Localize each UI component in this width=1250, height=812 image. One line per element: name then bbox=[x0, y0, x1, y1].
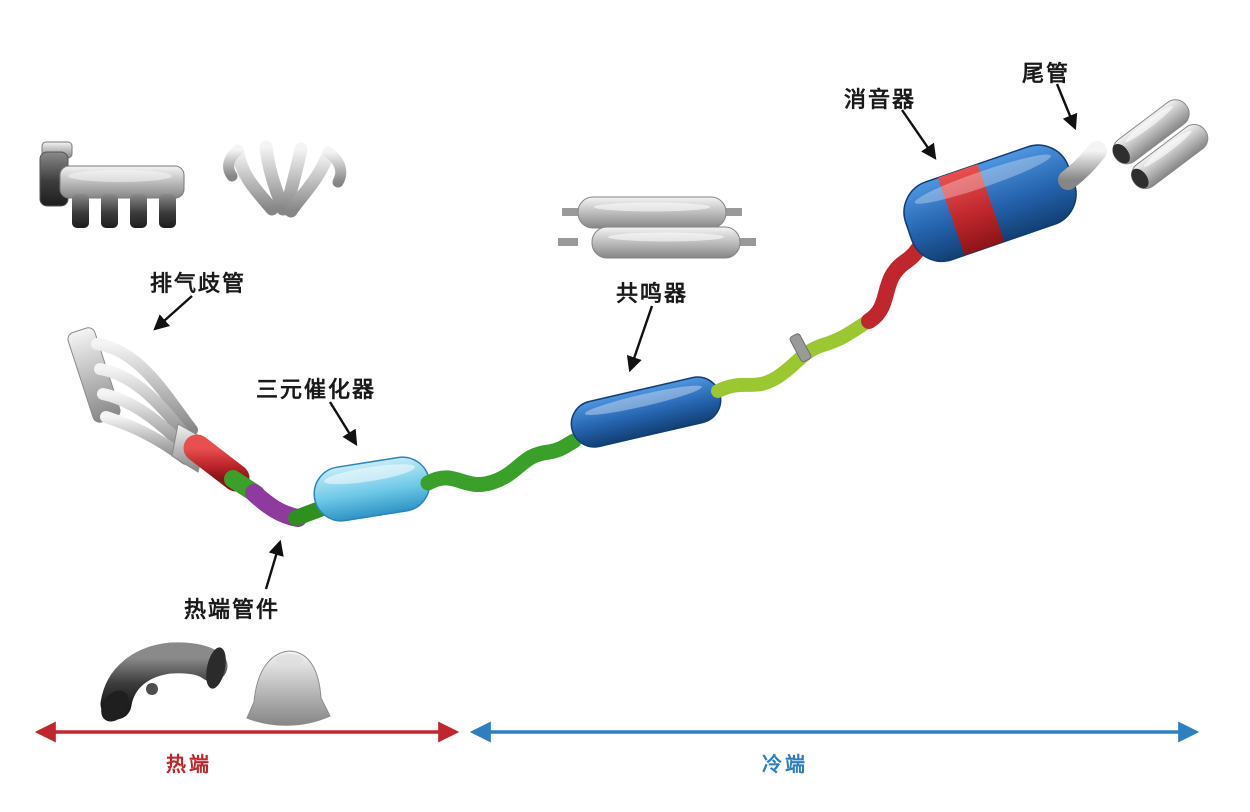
resonator-flow bbox=[570, 376, 722, 448]
label-resonator: 共鸣器 bbox=[616, 281, 689, 306]
cast-manifold-image bbox=[39, 141, 185, 228]
mid-pipe-green bbox=[420, 433, 582, 492]
label-catalytic-converter: 三元催化器 bbox=[256, 377, 377, 402]
resonator-image bbox=[558, 196, 756, 259]
label-tail-pipe: 尾管 bbox=[1022, 61, 1071, 86]
label-hot-zone: 热端 bbox=[166, 754, 212, 776]
catalytic-converter bbox=[313, 456, 431, 522]
pointer-arrows bbox=[153, 83, 1078, 590]
tail-tips-image bbox=[1112, 99, 1209, 190]
rear-pipe-yellowgreen bbox=[711, 312, 879, 398]
muffler bbox=[903, 144, 1077, 263]
label-hot-end-pipe: 热端管件 bbox=[184, 597, 281, 622]
pipe-clamp bbox=[789, 333, 812, 363]
hot-end-parts-image bbox=[100, 642, 331, 726]
muffler-tip-chrome bbox=[1058, 141, 1107, 190]
label-muffler: 消音器 bbox=[844, 87, 917, 112]
label-exhaust-manifold: 排气歧管 bbox=[150, 271, 247, 296]
tubular-manifold-image bbox=[223, 140, 347, 239]
header-manifold bbox=[67, 327, 207, 473]
label-cold-zone: 冷端 bbox=[762, 754, 808, 776]
hot-pipe-connector bbox=[288, 501, 328, 526]
